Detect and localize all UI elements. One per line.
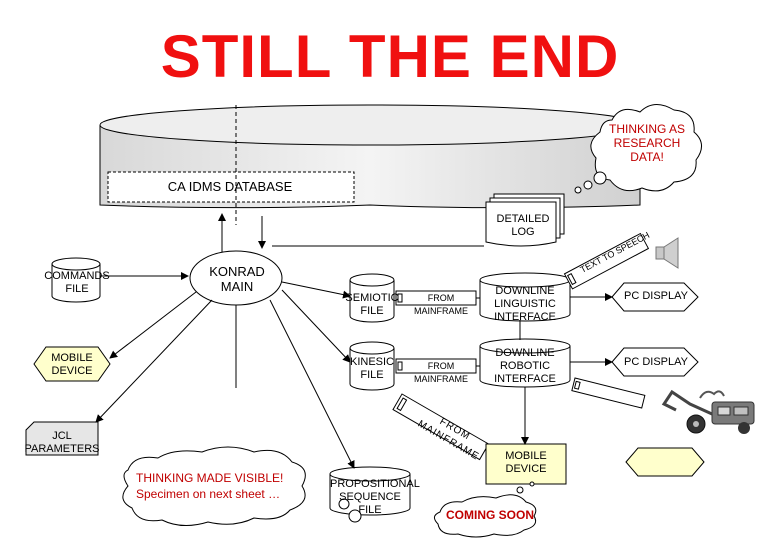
mobile-device-hexagon: [33, 346, 111, 382]
thinking-visible-text: THINKING MADE VISIBLE! Specimen on next …: [136, 471, 284, 501]
kinesic-file-label: KINESIC FILE: [349, 356, 394, 381]
page-title: STILL THE END: [160, 23, 620, 90]
mobile-device-left-label: MOBILE DEVICE: [51, 352, 93, 377]
detailed-log-label: DETAILED LOG: [496, 213, 550, 238]
speaker-icon: [655, 237, 679, 269]
propositional-sequence-cylinder: [329, 466, 411, 516]
from-mainframe-label-1: FROM MAINFRAME: [414, 293, 468, 316]
robot-icon: [661, 389, 755, 434]
from-mainframe-label-2: FROM MAINFRAME: [414, 361, 468, 384]
text-to-speech-box: [563, 232, 650, 290]
small-hexagon-right: [625, 447, 705, 477]
semiotic-file-label: SEMIOTIC FILE: [345, 292, 399, 317]
downline-robotic-label: DOWNLINE ROBOTIC INTERFACE: [494, 347, 556, 385]
jcl-parameters-label: JCL PARAMETERS: [24, 430, 100, 455]
thinking-visible-cloud: [122, 446, 306, 526]
mobile-device-right-label: MOBILE DEVICE: [505, 450, 547, 475]
thought-cloud: [574, 104, 702, 194]
downline-robotic-cylinder: [479, 338, 571, 388]
commands-file-label: COMMANDS FILE: [44, 270, 110, 295]
detailed-log-docs: [485, 193, 565, 247]
konrad-main-label: KONRAD MAIN: [209, 264, 265, 294]
coming-soon-text: COMING SOON: [445, 508, 534, 522]
downline-linguistic-label: DOWNLINE LINGUISTIC INTERFACE: [494, 285, 556, 323]
downline-linguistic-cylinder: [479, 272, 571, 322]
pc-display-hexagon-1: [611, 282, 699, 312]
mobile-device-right-box: [485, 443, 567, 485]
database-cylinder: [99, 104, 641, 225]
semiotic-file-cylinder: [349, 273, 395, 323]
coming-soon-cloud: [434, 494, 537, 538]
robot-output-box: [571, 377, 646, 409]
kinesic-file-cylinder: [349, 341, 395, 391]
pc-display-hexagon-2: [611, 347, 699, 377]
connector-lines: [95, 213, 613, 469]
thought-cloud-text: THINKING AS RESEARCH DATA!: [608, 122, 685, 164]
propositional-sequence-label: PROPOSITIONAL SEQUENCE FILE: [330, 478, 420, 516]
pc-display-label-1: PC DISPLAY: [624, 290, 688, 302]
commands-file-cylinder: [51, 257, 101, 303]
database-label: CA IDMS DATABASE: [167, 179, 293, 194]
from-mainframe-diagonal-box: [392, 393, 490, 461]
pc-display-label-2: PC DISPLAY: [624, 356, 688, 368]
jcl-parameters-card: [25, 421, 99, 456]
